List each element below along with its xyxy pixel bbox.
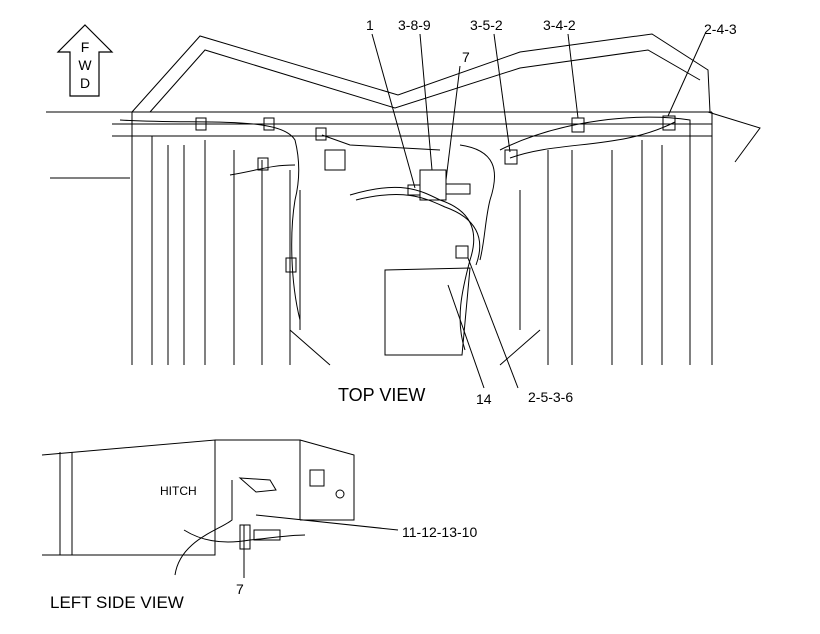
forward-letter-w: W xyxy=(78,57,92,73)
callout-2-5-3-6: 2-5-3-6 xyxy=(528,389,574,405)
callout-3-4-2: 3-4-2 xyxy=(543,17,576,33)
callout-3-8-9: 3-8-9 xyxy=(398,17,431,33)
callout-3-5-2: 3-5-2 xyxy=(470,17,503,33)
forward-letter-f: F xyxy=(80,39,90,55)
forward-arrow-icon xyxy=(56,24,114,97)
callout-7-top: 7 xyxy=(462,49,470,65)
left-side-view-title: LEFT SIDE VIEW xyxy=(50,593,184,612)
callout-2-4-3: 2-4-3 xyxy=(704,21,737,37)
forward-letter-d: D xyxy=(79,75,91,91)
callout-1: 1 xyxy=(366,17,374,33)
callout-11-12-13-10: 11-12-13-10 xyxy=(402,524,478,540)
callout-14: 14 xyxy=(476,391,492,407)
top-view-title: TOP VIEW xyxy=(338,385,426,405)
callout-7-side: 7 xyxy=(236,581,244,597)
hitch-label: HITCH xyxy=(160,484,197,498)
